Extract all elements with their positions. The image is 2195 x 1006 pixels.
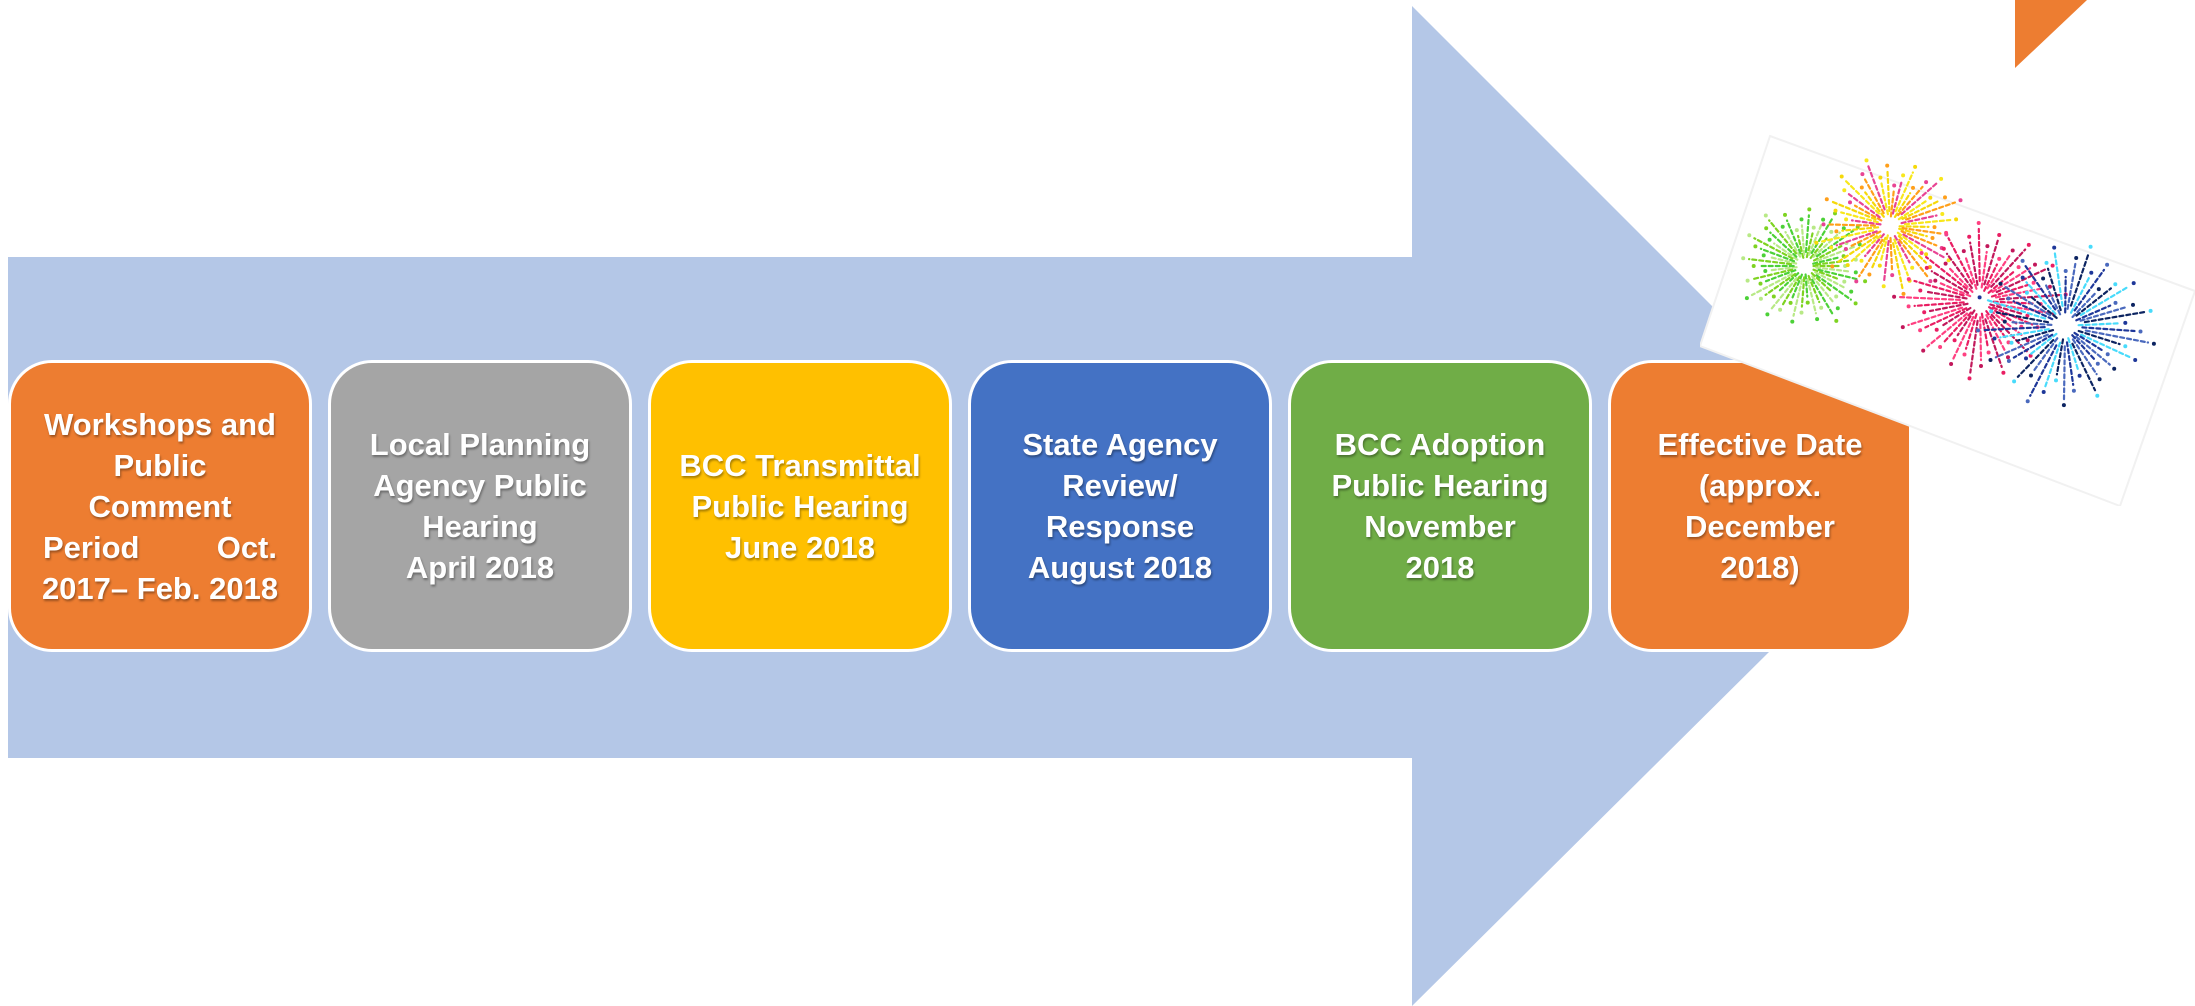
step-4-line-3: Response [1045,509,1195,544]
yellow-burst [1814,158,1963,296]
step-5-line-3: November [1364,509,1516,544]
step-effective-date: Effective Date (approx. December 2018) [1608,360,1912,652]
step-4-line-4: August 2018 [1027,550,1213,585]
step-1-line-1: Workshops and [44,406,276,442]
step-1-line-4: Period Oct. [25,527,295,568]
step-3-line-2: Public Hearing [691,488,909,524]
step-6-line-1: Effective Date [1657,427,1863,462]
step-2-line-3: Hearing [422,509,538,544]
step-4-line-2: Review/ [1062,468,1178,503]
pink-burst [1892,221,2068,381]
step-workshops-public-comment: Workshops and Public Comment Period Oct.… [8,360,312,652]
step-1-line-4-left: Period [43,529,140,565]
corner-accent-triangle [2015,0,2087,68]
step-5-line-2: Public Hearing [1331,468,1549,503]
step-2-line-2: Agency Public [373,468,587,503]
fireworks-bursts [1741,158,2156,408]
step-6-line-4: 2018) [1720,550,1800,585]
step-1-line-2: Public [113,447,207,483]
step-6-line-2: (approx. [1698,468,1822,503]
step-bcc-transmittal: BCC Transmittal Public Hearing June 2018 [648,360,952,652]
step-2-line-4: April 2018 [405,550,555,585]
step-3-line-1: BCC Transmittal [679,447,921,483]
step-1-line-3: Comment [88,488,232,524]
step-4-line-1: State Agency [1022,427,1218,462]
step-1-line-4-right: Oct. [216,529,277,565]
step-5-line-1: BCC Adoption [1334,427,1546,462]
step-bcc-adoption: BCC Adoption Public Hearing November 201… [1288,360,1592,652]
step-1-line-5: 2017– Feb. 2018 [41,570,279,606]
fireworks-illustration [1700,134,2195,506]
step-2-line-1: Local Planning [369,427,591,462]
step-6-line-3: December [1685,509,1835,544]
step-local-planning-agency: Local Planning Agency Public Hearing Apr… [328,360,632,652]
step-5-line-4: 2018 [1405,550,1475,585]
fireworks-frame [1700,134,2195,506]
blue-burst [1976,244,2156,408]
step-state-agency-review: State Agency Review/ Response August 201… [968,360,1272,652]
step-3-line-3: June 2018 [725,529,875,565]
